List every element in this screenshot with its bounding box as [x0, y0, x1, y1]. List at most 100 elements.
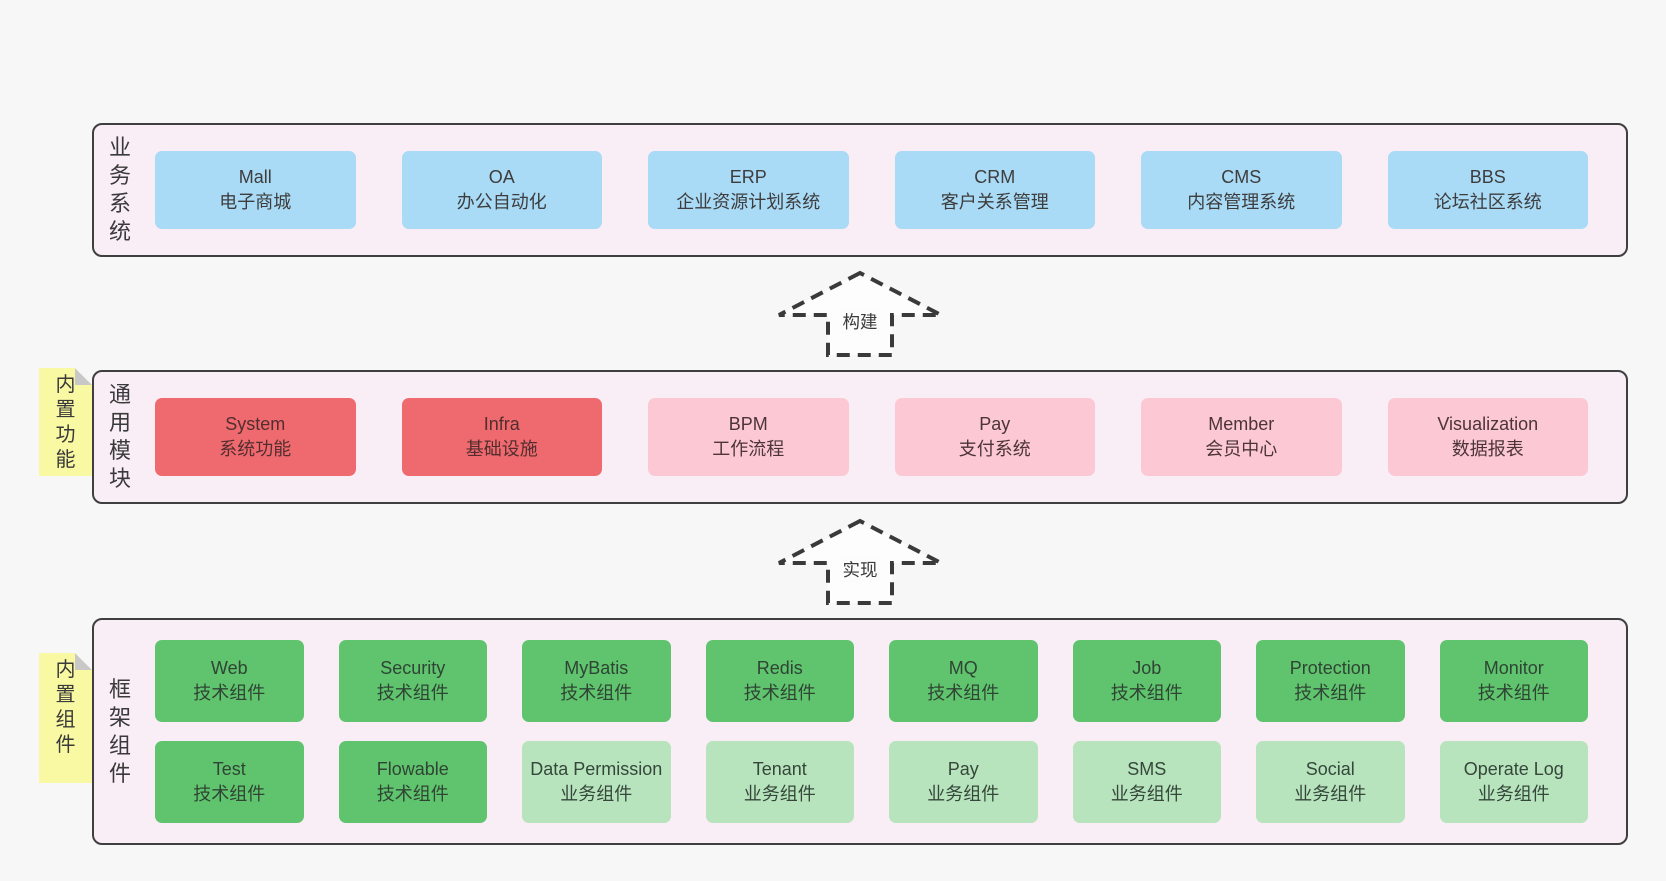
box-desc: 企业资源计划系统	[676, 192, 821, 212]
folded-corner-icon	[75, 653, 92, 670]
band-business-label: 业务系统	[108, 135, 131, 244]
box-name: Flowable	[376, 759, 449, 779]
box-name: SMS	[1127, 759, 1167, 779]
module-box-visualization: Visualization 数据报表	[1387, 398, 1588, 476]
box-desc: 技术组件	[1477, 683, 1550, 703]
box-name: CRM	[974, 167, 1016, 187]
box-name: Social	[1305, 759, 1355, 779]
box-name: Member	[1208, 414, 1275, 434]
box-desc: 会员中心	[1205, 439, 1278, 459]
box-desc: 论坛社区系统	[1433, 192, 1542, 212]
box-desc: 技术组件	[376, 784, 449, 804]
box-desc: 系统功能	[219, 439, 292, 459]
module-box-infra: Infra 基础设施	[401, 398, 602, 476]
box-name: Infra	[483, 414, 520, 434]
box-desc: 技术组件	[376, 683, 449, 703]
box-name: Redis	[756, 658, 803, 678]
implement-arrow-label: 实现	[839, 557, 881, 582]
component-box-mybatis: MyBatis 技术组件	[522, 640, 671, 722]
box-desc: 业务组件	[1110, 784, 1183, 804]
component-box-tenant: Tenant 业务组件	[705, 741, 854, 823]
box-desc: 业务组件	[1477, 784, 1550, 804]
system-box-bbs: BBS 论坛社区系统	[1387, 151, 1588, 229]
box-name: Protection	[1289, 658, 1371, 678]
box-desc: 支付系统	[958, 439, 1031, 459]
box-desc: 业务组件	[743, 784, 816, 804]
box-name: Tenant	[752, 759, 807, 779]
box-name: Security	[380, 658, 446, 678]
folded-corner-icon	[75, 368, 92, 385]
system-box-mall: Mall 电子商城	[155, 151, 356, 229]
box-name: Pay	[979, 414, 1011, 434]
box-desc: 业务组件	[927, 784, 1000, 804]
box-desc: 技术组件	[560, 683, 633, 703]
box-desc: 数据报表	[1451, 439, 1524, 459]
module-box-member: Member 会员中心	[1141, 398, 1342, 476]
box-desc: 电子商城	[219, 192, 292, 212]
box-name: Job	[1132, 658, 1162, 678]
component-box-security: Security 技术组件	[338, 640, 487, 722]
box-desc: 技术组件	[927, 683, 1000, 703]
box-name: Web	[210, 658, 248, 678]
box-desc: 技术组件	[743, 683, 816, 703]
sticky-note-builtin-features: 内置功能	[39, 368, 92, 476]
component-box-job: Job 技术组件	[1072, 640, 1221, 722]
component-box-operate-log: Operate Log 业务组件	[1439, 741, 1588, 823]
sticky-note-builtin-components: 内置组件	[39, 653, 92, 783]
build-arrow-label: 构建	[839, 309, 881, 334]
box-name: Pay	[947, 759, 979, 779]
system-box-erp: ERP 企业资源计划系统	[648, 151, 849, 229]
band-common-modules: 通用模块 System 系统功能 Infra 基础设施 BPM 工作流程 Pay…	[92, 370, 1628, 504]
component-box-monitor: Monitor 技术组件	[1439, 640, 1588, 722]
box-name: OA	[488, 167, 515, 187]
sticky-label: 内置组件	[55, 659, 76, 756]
system-box-crm: CRM 客户关系管理	[894, 151, 1095, 229]
box-desc: 办公自动化	[456, 192, 547, 212]
box-name: Monitor	[1483, 658, 1544, 678]
system-box-cms: CMS 内容管理系统	[1141, 151, 1342, 229]
box-name: MyBatis	[564, 658, 629, 678]
box-name: MQ	[948, 658, 978, 678]
box-desc: 技术组件	[1110, 683, 1183, 703]
box-desc: 技术组件	[1294, 683, 1367, 703]
band-common-label: 通用模块	[108, 382, 131, 491]
implement-arrow: 实现	[775, 517, 945, 607]
component-box-protection: Protection 技术组件	[1256, 640, 1405, 722]
box-desc: 工作流程	[712, 439, 785, 459]
module-box-system: System 系统功能	[155, 398, 356, 476]
box-name: Mall	[238, 167, 272, 187]
sticky-label: 内置功能	[55, 374, 76, 471]
build-arrow: 构建	[775, 269, 945, 359]
band-framework-label: 框架组件	[108, 676, 131, 786]
box-name: BBS	[1469, 167, 1506, 187]
component-box-pay: Pay 业务组件	[889, 741, 1038, 823]
common-boxes-row: System 系统功能 Infra 基础设施 BPM 工作流程 Pay 支付系统…	[155, 398, 1588, 476]
component-box-social: Social 业务组件	[1256, 741, 1405, 823]
box-name: System	[225, 414, 286, 434]
component-box-redis: Redis 技术组件	[705, 640, 854, 722]
box-desc: 内容管理系统	[1187, 192, 1296, 212]
box-desc: 基础设施	[465, 439, 538, 459]
box-name: ERP	[729, 167, 767, 187]
band-business-systems: 业务系统 Mall 电子商城 OA 办公自动化 ERP 企业资源计划系统 CRM…	[92, 123, 1628, 257]
box-desc: 客户关系管理	[940, 192, 1049, 212]
box-name: Data Permission	[530, 759, 663, 779]
framework-row-1: Web 技术组件 Security 技术组件 MyBatis 技术组件 Redi…	[155, 640, 1588, 722]
component-box-web: Web 技术组件	[155, 640, 304, 722]
box-desc: 业务组件	[1294, 784, 1367, 804]
box-name: Visualization	[1437, 414, 1539, 434]
module-box-pay: Pay 支付系统	[894, 398, 1095, 476]
business-boxes-row: Mall 电子商城 OA 办公自动化 ERP 企业资源计划系统 CRM 客户关系…	[155, 151, 1588, 229]
box-desc: 技术组件	[193, 683, 266, 703]
component-box-data-permission: Data Permission 业务组件	[522, 741, 671, 823]
box-name: BPM	[728, 414, 768, 434]
box-desc: 业务组件	[560, 784, 633, 804]
component-box-sms: SMS 业务组件	[1072, 741, 1221, 823]
box-name: Operate Log	[1463, 759, 1564, 779]
system-box-oa: OA 办公自动化	[401, 151, 602, 229]
module-box-bpm: BPM 工作流程	[648, 398, 849, 476]
box-desc: 技术组件	[193, 784, 266, 804]
box-name: CMS	[1221, 167, 1262, 187]
component-box-test: Test 技术组件	[155, 741, 304, 823]
